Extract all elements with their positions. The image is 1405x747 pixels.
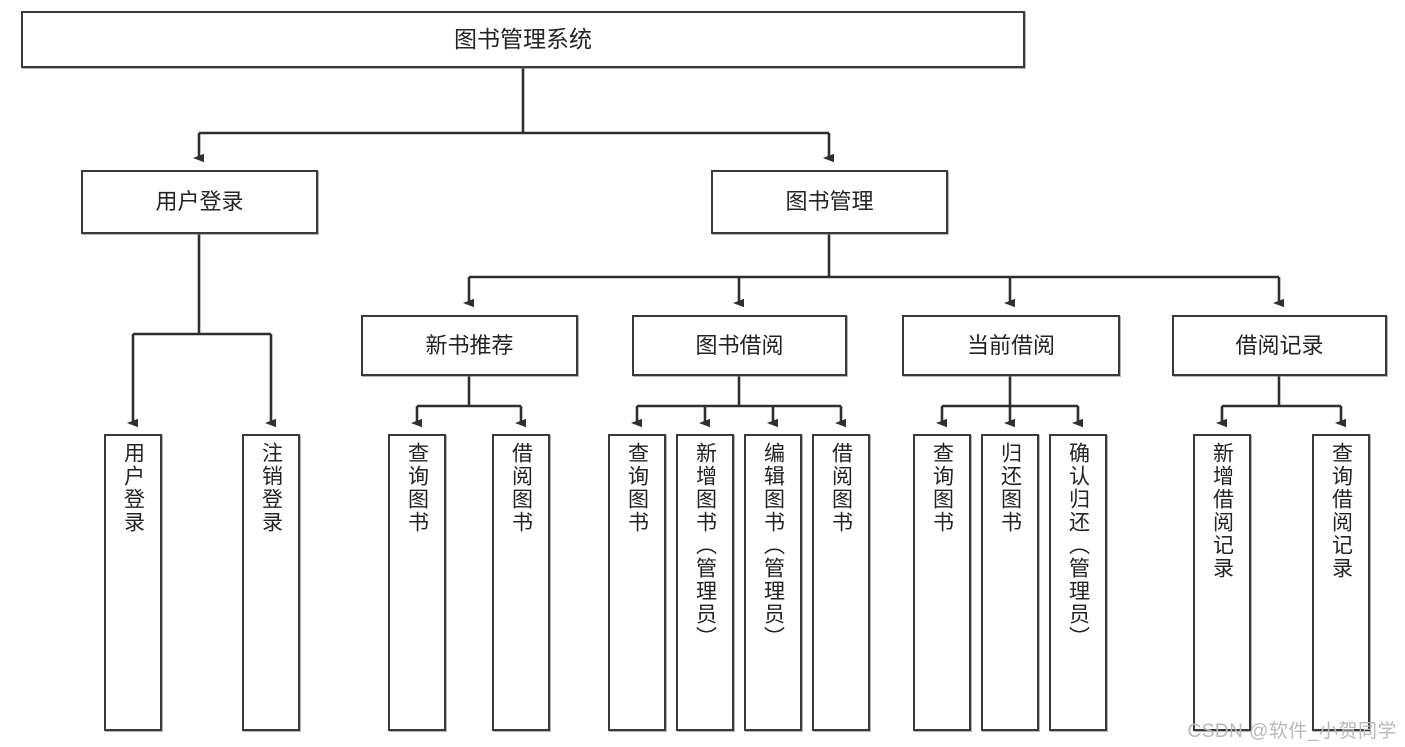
leaf-query-books-borrow-label: 查询图书 bbox=[625, 442, 649, 534]
leaf-query-borrow-record[interactable]: 查询借阅记录 bbox=[1312, 434, 1370, 731]
leaf-edit-book-admin[interactable]: 编辑图书（管理员） bbox=[744, 434, 802, 731]
node-new-book-recommend[interactable]: 新书推荐 bbox=[361, 315, 578, 376]
node-current-borrow[interactable]: 当前借阅 bbox=[902, 315, 1120, 376]
leaf-return-books[interactable]: 归还图书 bbox=[981, 434, 1039, 731]
leaf-return-books-label: 归还图书 bbox=[998, 442, 1022, 534]
leaf-add-borrow-record[interactable]: 新增借阅记录 bbox=[1193, 434, 1251, 731]
leaf-query-books-current-label: 查询图书 bbox=[930, 442, 954, 534]
leaf-query-books-current[interactable]: 查询图书 bbox=[913, 434, 971, 731]
leaf-logout-label: 注销登录 bbox=[259, 442, 283, 534]
leaf-user-login-label: 用户登录 bbox=[121, 442, 145, 534]
node-current-borrow-label: 当前借阅 bbox=[966, 332, 1055, 358]
node-borrow-records[interactable]: 借阅记录 bbox=[1172, 315, 1387, 376]
leaf-query-books-recommend-label: 查询图书 bbox=[405, 442, 429, 534]
leaf-borrow-books-label: 借阅图书 bbox=[829, 442, 853, 534]
leaf-add-borrow-record-label: 新增借阅记录 bbox=[1210, 442, 1234, 580]
leaf-confirm-return-admin-label: 确认归还（管理员） bbox=[1066, 442, 1090, 649]
leaf-borrow-books-recommend[interactable]: 借阅图书 bbox=[492, 434, 550, 731]
leaf-user-login[interactable]: 用户登录 bbox=[104, 434, 162, 731]
node-book-borrow[interactable]: 图书借阅 bbox=[632, 315, 847, 376]
node-new-book-recommend-label: 新书推荐 bbox=[425, 332, 514, 358]
node-user-login-label: 用户登录 bbox=[155, 189, 244, 215]
node-user-login[interactable]: 用户登录 bbox=[81, 170, 318, 234]
leaf-logout[interactable]: 注销登录 bbox=[242, 434, 300, 731]
node-book-management[interactable]: 图书管理 bbox=[711, 170, 948, 234]
node-borrow-records-label: 借阅记录 bbox=[1235, 332, 1324, 358]
watermark: CSDN @软件_小贺同学 bbox=[1187, 721, 1397, 742]
node-root[interactable]: 图书管理系统 bbox=[21, 11, 1025, 68]
node-root-label: 图书管理系统 bbox=[454, 25, 592, 52]
leaf-edit-book-admin-label: 编辑图书（管理员） bbox=[761, 442, 785, 649]
leaf-borrow-books[interactable]: 借阅图书 bbox=[812, 434, 870, 731]
leaf-add-book-admin[interactable]: 新增图书（管理员） bbox=[676, 434, 734, 731]
node-book-management-label: 图书管理 bbox=[785, 189, 874, 215]
leaf-confirm-return-admin[interactable]: 确认归还（管理员） bbox=[1049, 434, 1107, 731]
leaf-query-books-recommend[interactable]: 查询图书 bbox=[388, 434, 446, 731]
node-book-borrow-label: 图书借阅 bbox=[695, 332, 784, 358]
leaf-query-borrow-record-label: 查询借阅记录 bbox=[1329, 442, 1353, 580]
leaf-borrow-books-recommend-label: 借阅图书 bbox=[509, 442, 533, 534]
leaf-add-book-admin-label: 新增图书（管理员） bbox=[693, 442, 717, 649]
leaf-query-books-borrow[interactable]: 查询图书 bbox=[608, 434, 666, 731]
